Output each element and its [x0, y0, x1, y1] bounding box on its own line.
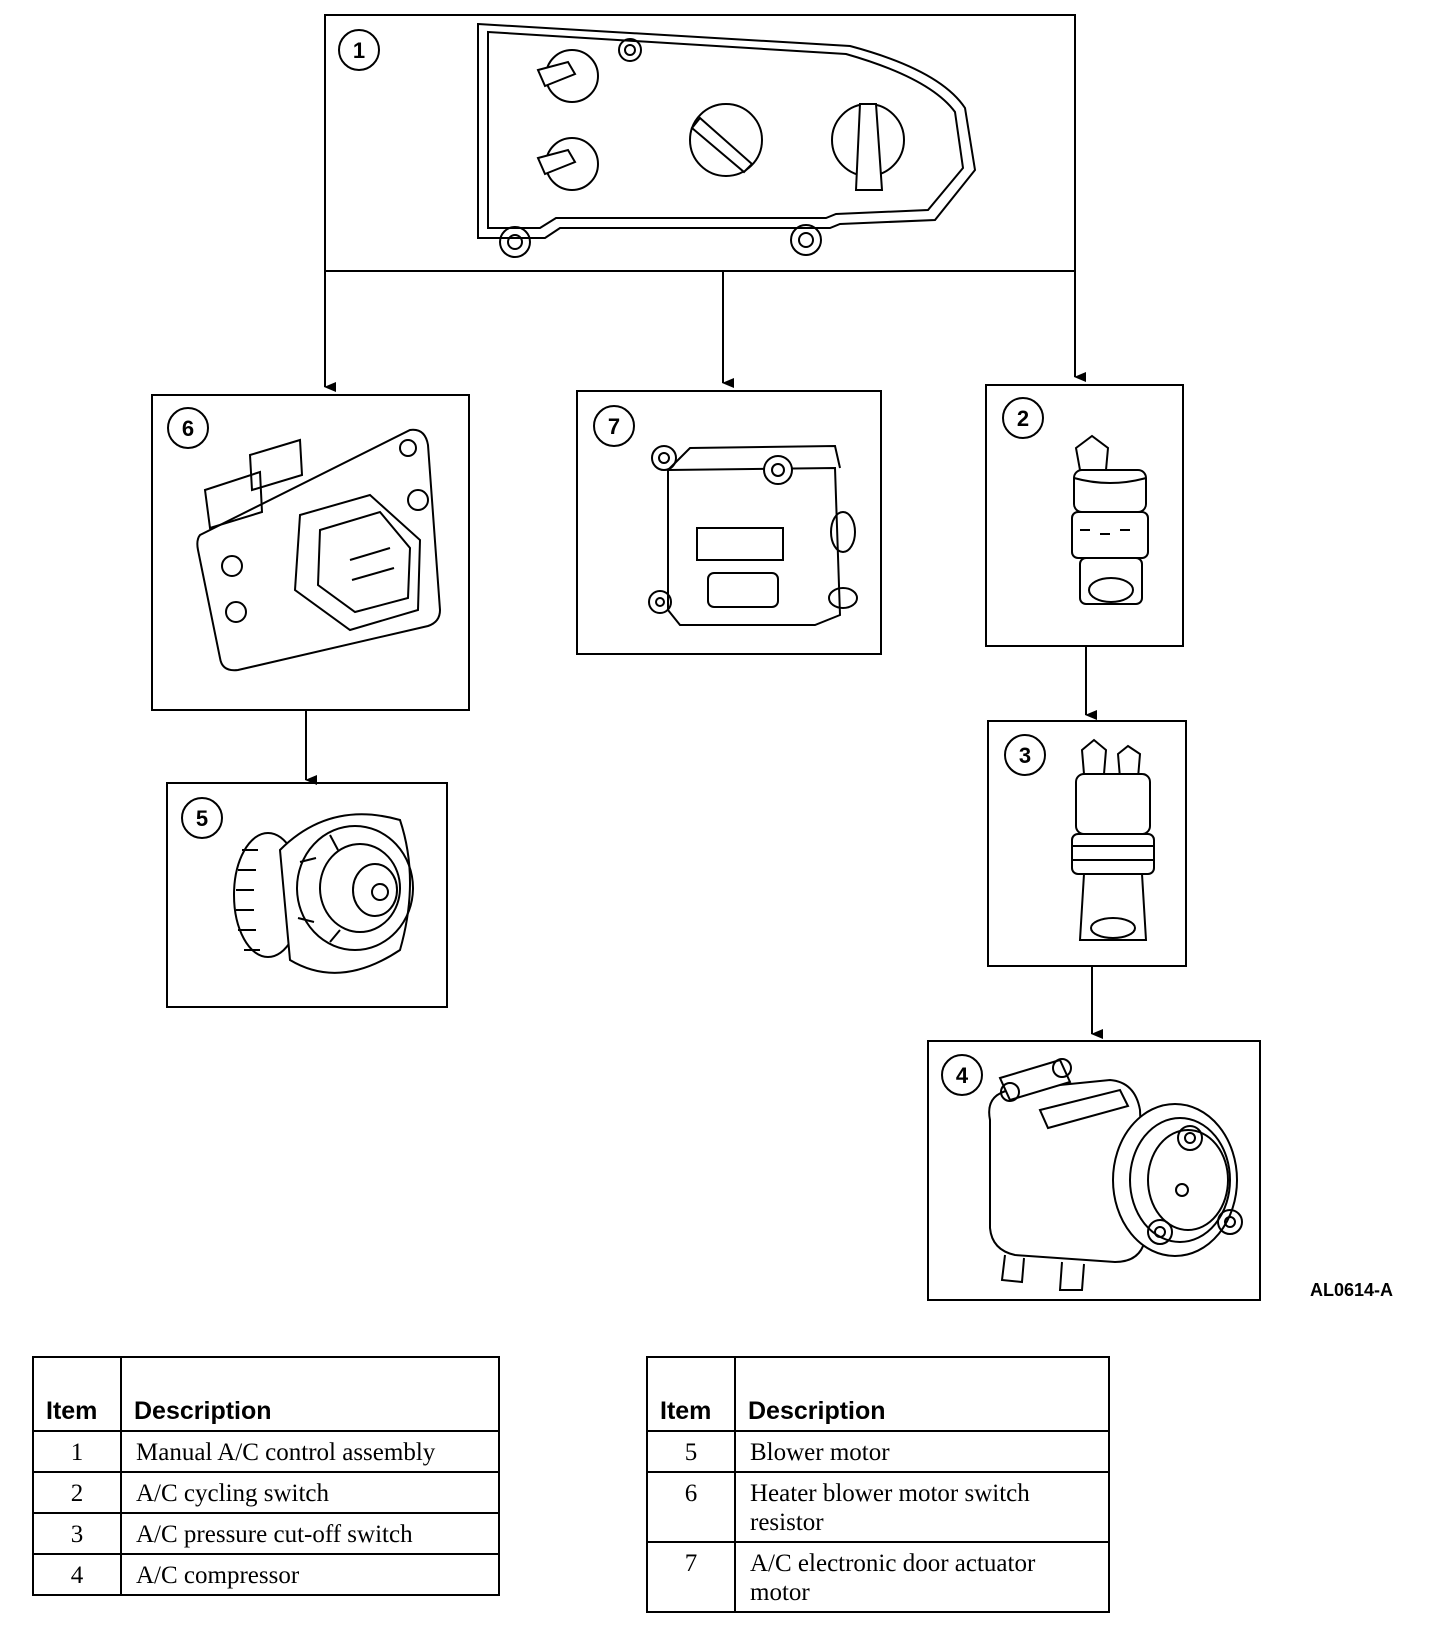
legend-row: 5 Blower motor: [646, 1430, 1110, 1473]
svg-text:2: 2: [1017, 406, 1029, 431]
mounting-nut-top: [618, 38, 642, 62]
callout-4: 4: [941, 1054, 983, 1096]
pressure-switch-illustration: [1071, 738, 1155, 941]
item-description: Manual A/C control assembly: [120, 1430, 500, 1473]
description-header: Description: [734, 1356, 1110, 1432]
item-header: Item: [32, 1356, 122, 1432]
legend-row: 7 A/C electronic door actuator motor: [646, 1541, 1110, 1613]
callout-7: 7: [593, 405, 635, 447]
legend-table-left: Item Description 1 Manual A/C control as…: [32, 1356, 500, 1596]
callout-3: 3: [1004, 734, 1046, 776]
item-description: A/C electronic door actuator motor: [734, 1541, 1110, 1613]
item-description: Heater blower motor switch resistor: [734, 1471, 1110, 1543]
item-number: 2: [32, 1471, 122, 1514]
callout-5: 5: [181, 797, 223, 839]
figure-code: AL0614-A: [1310, 1280, 1394, 1300]
compressor-illustration: [988, 1058, 1243, 1291]
mounting-nut-right: [790, 224, 822, 256]
callout-6: 6: [167, 407, 209, 449]
item-number: 6: [646, 1471, 736, 1543]
item-number: 5: [646, 1430, 736, 1473]
legend-row: 6 Heater blower motor switch resistor: [646, 1471, 1110, 1543]
item-description: A/C cycling switch: [120, 1471, 500, 1514]
panel-blower-motor: 5: [166, 782, 448, 1008]
blower-resistor-illustration: [196, 428, 442, 672]
control-assembly-illustration: [477, 22, 977, 258]
item-description: A/C compressor: [120, 1553, 500, 1596]
svg-text:3: 3: [1019, 743, 1031, 768]
legend-row: 2 A/C cycling switch: [32, 1471, 500, 1514]
panel-compressor: 4: [927, 1040, 1261, 1301]
description-header: Description: [120, 1356, 500, 1432]
legend-row: 4 A/C compressor: [32, 1553, 500, 1596]
svg-text:6: 6: [182, 416, 194, 441]
panel-cycling-switch: 2: [985, 384, 1184, 647]
svg-text:5: 5: [196, 806, 208, 831]
item-description: A/C pressure cut-off switch: [120, 1512, 500, 1555]
callout-1: 1: [338, 29, 380, 71]
svg-text:7: 7: [608, 414, 620, 439]
door-actuator-illustration: [648, 444, 858, 626]
callout-2: 2: [1002, 397, 1044, 439]
component-diagram: 1 6: [151, 14, 1261, 1301]
item-number: 1: [32, 1430, 122, 1473]
item-header: Item: [646, 1356, 736, 1432]
panel-pressure-switch: 3: [987, 720, 1187, 967]
item-description: Blower motor: [734, 1430, 1110, 1473]
svg-text:1: 1: [353, 38, 365, 63]
legend-header-row: Item Description: [32, 1356, 500, 1432]
panel-blower-resistor: 6: [151, 394, 470, 711]
legend-header-row: Item Description: [646, 1356, 1110, 1432]
legend-row: 3 A/C pressure cut-off switch: [32, 1512, 500, 1555]
legend-table-right: Item Description 5 Blower motor 6 Heater…: [646, 1356, 1110, 1613]
cycling-switch-illustration: [1071, 434, 1149, 605]
item-number: 7: [646, 1541, 736, 1613]
blower-motor-illustration: [233, 813, 414, 974]
panel-control-assembly: 1: [324, 14, 1076, 272]
item-number: 3: [32, 1512, 122, 1555]
legend-row: 1 Manual A/C control assembly: [32, 1430, 500, 1473]
item-number: 4: [32, 1553, 122, 1596]
panel-door-actuator: 7: [576, 390, 882, 655]
svg-text:4: 4: [956, 1063, 969, 1088]
mounting-nut-left: [499, 226, 531, 258]
